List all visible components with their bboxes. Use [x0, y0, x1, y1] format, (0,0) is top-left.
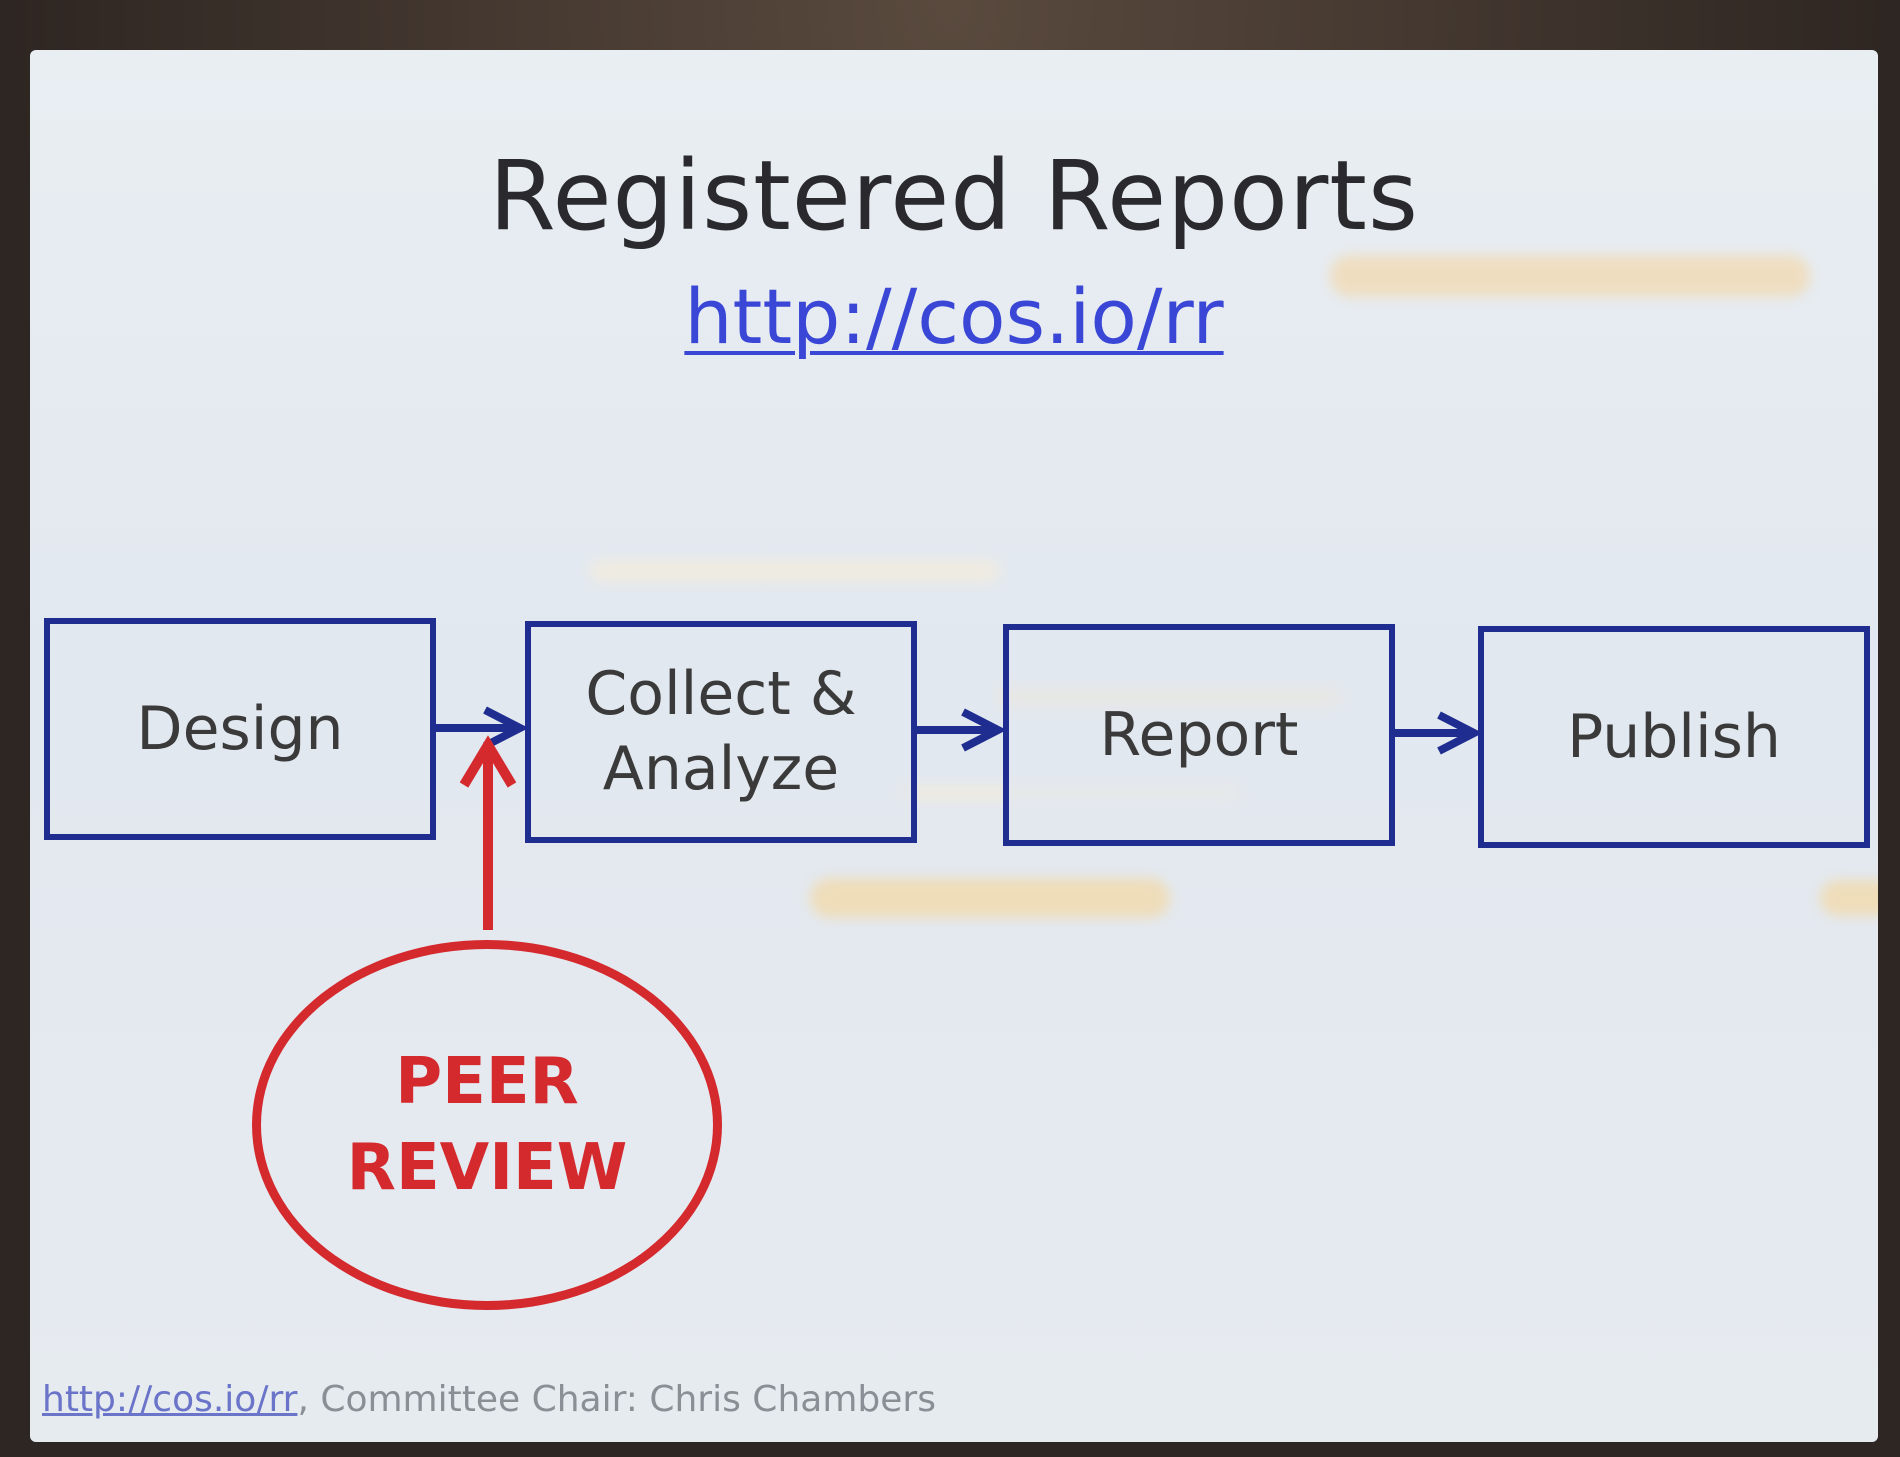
- slide-footer: http://cos.io/rr, Committee Chair: Chris…: [42, 1379, 936, 1420]
- flow-step-collect-analyze: Collect & Analyze: [525, 621, 917, 843]
- light-glare: [1820, 880, 1878, 916]
- flow-step-label: Design: [136, 693, 344, 764]
- peer-review-callout: PEER REVIEW: [252, 940, 722, 1310]
- arrow-head: [1437, 711, 1483, 755]
- arrow-head: [483, 706, 529, 750]
- light-glare: [810, 878, 1170, 918]
- flow-step-label: Publish: [1567, 701, 1781, 772]
- flow-step-label: Collect &: [585, 659, 857, 729]
- peer-review-line2: REVIEW: [346, 1131, 628, 1205]
- light-glare: [1330, 255, 1810, 297]
- arrow-head: [459, 735, 517, 788]
- flow-step-publish: Publish: [1478, 626, 1870, 848]
- flow-step-label: Report: [1099, 699, 1299, 770]
- flow-step-report: Report: [1003, 624, 1395, 846]
- arrow-head: [961, 708, 1007, 752]
- flow-step-design: Design: [44, 618, 436, 840]
- slide-title: Registered Reports: [489, 140, 1419, 252]
- peer-review-line1: PEER: [395, 1044, 579, 1119]
- slide-url-link[interactable]: http://cos.io/rr: [684, 272, 1224, 361]
- footer-credit: , Committee Chair: Chris Chambers: [297, 1379, 936, 1420]
- light-glare: [590, 560, 1000, 582]
- presentation-slide: Registered Reports http://cos.io/rr Desi…: [30, 50, 1878, 1442]
- peer-review-circle: [252, 940, 722, 1310]
- flow-step-label: Analyze: [602, 734, 840, 804]
- footer-link[interactable]: http://cos.io/rr: [42, 1379, 298, 1420]
